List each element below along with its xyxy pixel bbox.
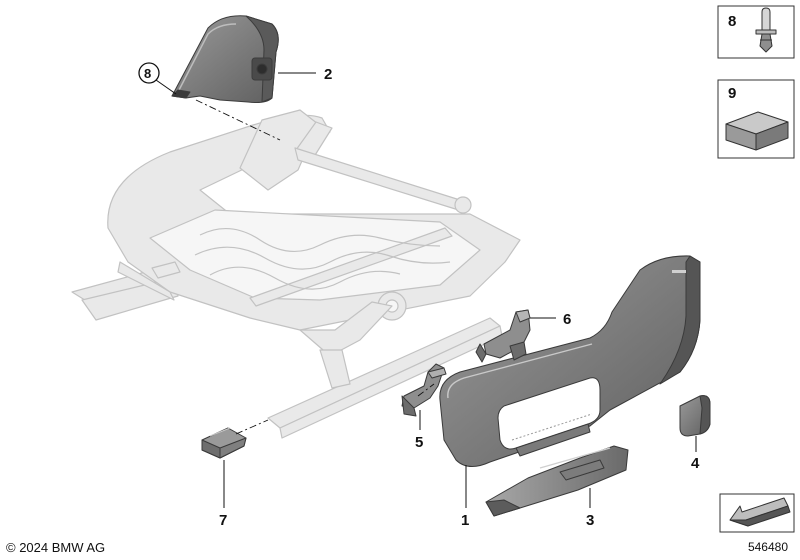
direction-arrow-icon — [729, 497, 791, 527]
callout-7: 7 — [219, 512, 227, 529]
legend-8-number: 8 — [728, 13, 736, 30]
clip-part-7 — [201, 427, 247, 459]
callout-3: 3 — [586, 512, 594, 529]
push-rivet-icon — [755, 7, 777, 53]
bracket-part-5 — [401, 363, 447, 417]
callout-6: 6 — [563, 311, 571, 328]
hinge-cover-part-2 — [171, 15, 279, 103]
side-trim-panel-part-1 — [439, 255, 701, 467]
legend-9-number: 9 — [728, 85, 736, 102]
view-direction-box — [719, 493, 795, 533]
callout-2: 2 — [324, 66, 332, 83]
legend-box-9: 9 — [717, 79, 795, 159]
copyright-text: © 2024 BMW AG — [6, 540, 106, 555]
callout-1: 1 — [461, 512, 469, 529]
callout-4: 4 — [691, 455, 700, 472]
callout-8-circled: 8 — [144, 66, 151, 81]
callout-8-circle — [138, 62, 160, 84]
legend-box-8: 8 — [717, 5, 795, 59]
lower-trim-part-3 — [485, 445, 629, 517]
callout-5: 5 — [415, 434, 423, 451]
leader-lines — [155, 72, 697, 508]
assembly-lines — [195, 99, 435, 435]
drawing-number: 546480 — [747, 540, 788, 554]
bracket-part-6 — [475, 309, 531, 363]
small-cap-part-4 — [679, 395, 711, 437]
pad-block-icon — [725, 111, 789, 151]
